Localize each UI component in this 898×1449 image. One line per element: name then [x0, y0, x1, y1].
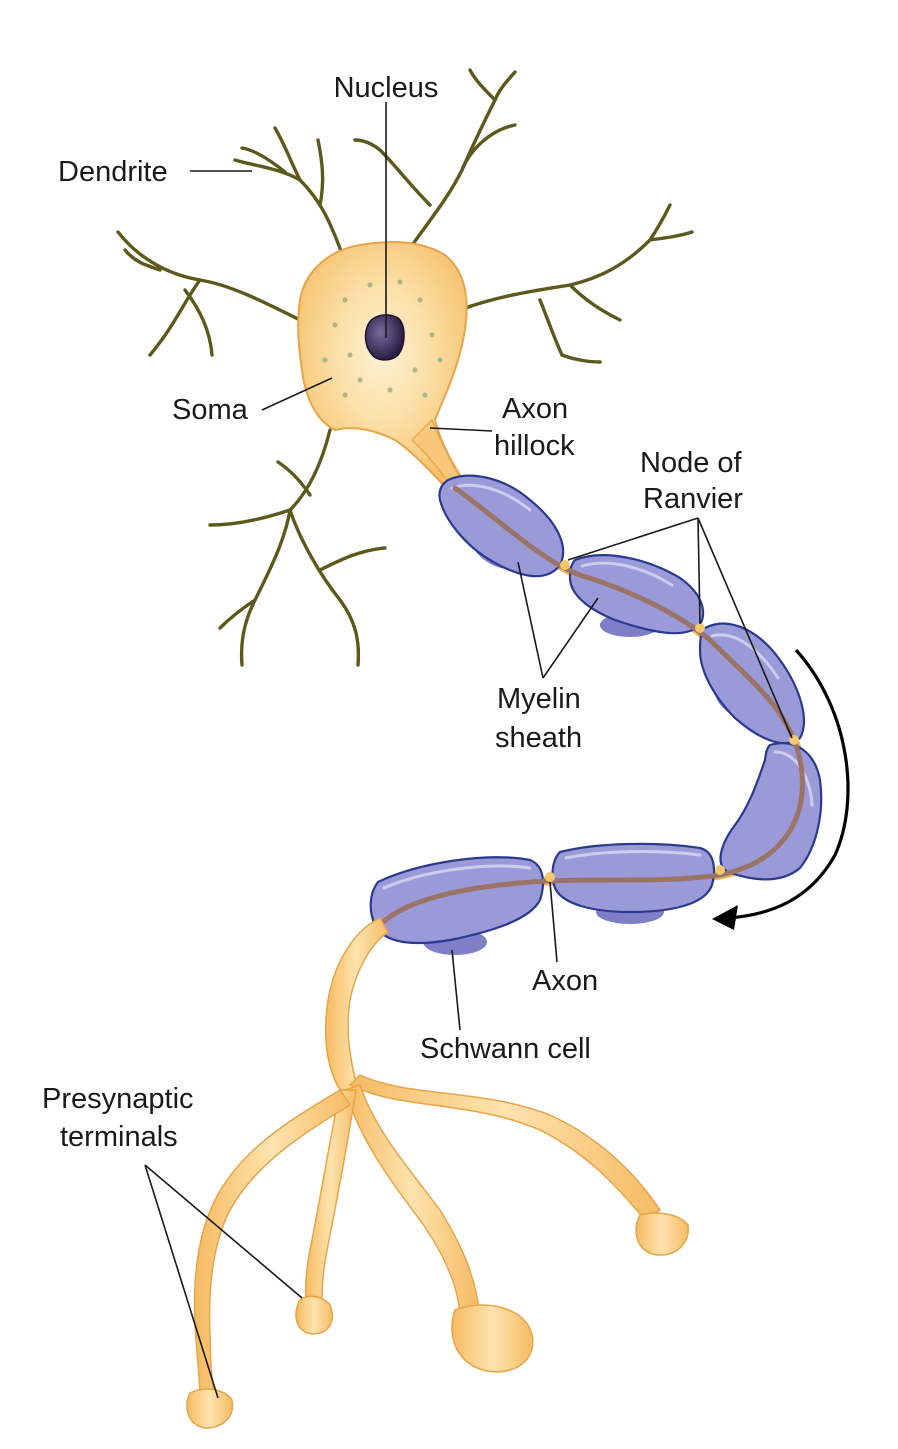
- nodes-of-ranvier: [545, 560, 799, 882]
- node-of-ranvier: [560, 560, 570, 570]
- curved-arrow-icon: [712, 648, 850, 930]
- dendrites: [116, 68, 694, 667]
- leader-node-1: [567, 517, 699, 561]
- leader-terminal-1: [144, 1164, 303, 1299]
- leader-node-3: [697, 517, 793, 739]
- leader-terminal-2: [144, 1164, 219, 1399]
- label-presynaptic-1: Presynaptic: [42, 1083, 194, 1115]
- label-myelin-sheath-2: sheath: [495, 722, 582, 754]
- presynaptic-terminals: [186, 917, 689, 1429]
- leader-myelin-1: [517, 561, 544, 679]
- labels: Nucleus Dendrite Soma Axon hillock Node …: [42, 72, 743, 1153]
- leader-schwann: [451, 949, 461, 1031]
- soma-granules: [322, 279, 443, 398]
- label-presynaptic-2: terminals: [60, 1121, 178, 1153]
- nucleus: [364, 314, 405, 361]
- label-axon-hillock-1: Axon: [502, 393, 568, 425]
- myelin-segment: [369, 856, 545, 955]
- label-nucleus: Nucleus: [334, 72, 439, 104]
- leader-node-2: [697, 517, 701, 625]
- node-of-ranvier: [695, 623, 705, 633]
- leader-axon-hillock: [429, 427, 493, 432]
- node-of-ranvier: [545, 872, 555, 882]
- label-schwann-cell: Schwann cell: [420, 1033, 591, 1065]
- label-dendrite: Dendrite: [58, 156, 168, 188]
- leader-axon: [549, 881, 558, 963]
- label-axon: Axon: [532, 965, 598, 997]
- node-of-ranvier: [715, 865, 725, 875]
- leader-lines: [144, 102, 793, 1399]
- leader-myelin-2: [542, 597, 599, 679]
- label-axon-hillock-2: hillock: [494, 430, 575, 462]
- label-soma: Soma: [172, 394, 249, 426]
- label-myelin-sheath-1: Myelin: [497, 683, 581, 715]
- myelin-segment: [551, 842, 716, 924]
- axon: [377, 485, 805, 928]
- myelin-segment: [719, 742, 823, 881]
- leader-soma: [261, 377, 333, 411]
- label-node-of-ranvier-1: Node of: [640, 447, 743, 479]
- myelin-sheath: [369, 474, 823, 955]
- label-node-of-ranvier-2: Ranvier: [643, 483, 743, 515]
